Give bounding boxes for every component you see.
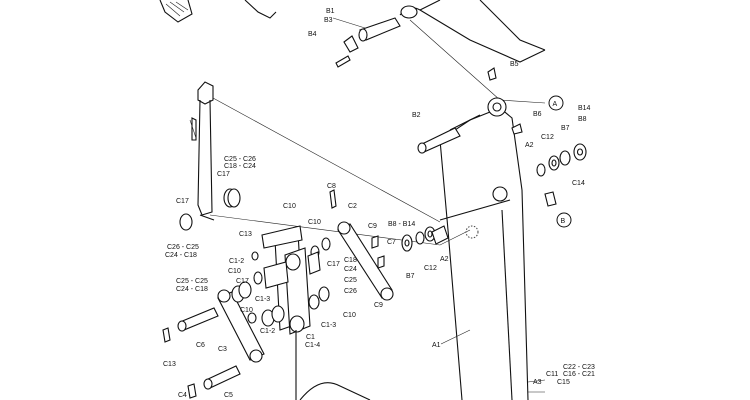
label-c8: C8 xyxy=(327,183,336,190)
label-c26: C26 xyxy=(344,288,357,295)
label-c9-low: C9 xyxy=(374,302,383,309)
label-c1-4: C1-4 xyxy=(305,342,320,349)
label-c10-left: C10 xyxy=(228,268,241,275)
label-c10-right: C10 xyxy=(343,312,356,319)
label-b7-low: B7 xyxy=(406,273,415,280)
label-b2: B2 xyxy=(412,112,421,119)
label-b6: B6 xyxy=(533,111,542,118)
label-c10-mid: C10 xyxy=(308,219,321,226)
label-c1: C1 xyxy=(306,334,315,341)
label-c7: C7 xyxy=(387,239,396,246)
label-c10-low: C10 xyxy=(240,307,253,314)
label-c24-c18-left: C24 - C18 xyxy=(165,252,197,259)
label-c17-left: C17 xyxy=(217,171,230,178)
label-c18: C18 xyxy=(344,257,357,264)
bucket-teeth-partial xyxy=(159,0,277,23)
label-c24: C24 xyxy=(344,266,357,273)
label-c12-top: C12 xyxy=(541,134,554,141)
label-c12-low: C12 xyxy=(424,265,437,272)
label-c6: C6 xyxy=(196,342,205,349)
label-b7-top: B7 xyxy=(561,125,570,132)
callout-b: B xyxy=(556,212,572,228)
label-c3: C3 xyxy=(218,346,227,353)
label-b8-top: B8 xyxy=(578,116,587,123)
label-a1: A1 xyxy=(432,342,441,349)
label-c15: C15 xyxy=(557,379,570,386)
pins-c6-c5 xyxy=(162,307,241,399)
label-c25-c25: C25 - C25 xyxy=(176,278,208,285)
boom-a1 xyxy=(439,97,529,400)
label-c10-top: C10 xyxy=(283,203,296,210)
pin-b1 xyxy=(332,17,401,42)
label-c5: C5 xyxy=(224,392,233,399)
label-c17-lower: C17 xyxy=(236,278,249,285)
callout-a: A xyxy=(548,95,564,111)
label-b14-top: B14 xyxy=(578,105,591,112)
label-a3: A3 xyxy=(533,379,542,386)
label-c2: C2 xyxy=(348,203,357,210)
label-c13-low: C13 xyxy=(163,361,176,368)
label-c17-low: C17 xyxy=(176,198,189,205)
label-c9-top: C9 xyxy=(368,223,377,230)
label-a2-low: A2 xyxy=(440,256,449,263)
label-c17-mid: C17 xyxy=(327,261,340,268)
label-b3: B3 xyxy=(324,17,333,24)
label-a2-top: A2 xyxy=(525,142,534,149)
label-c25: C25 xyxy=(344,277,357,284)
pin-b2 xyxy=(417,127,461,154)
label-c13-top: C13 xyxy=(239,231,252,238)
label-c24-c18: C24 - C18 xyxy=(176,286,208,293)
label-c1-3-low: C1-3 xyxy=(321,322,336,329)
label-c14: C14 xyxy=(572,180,585,187)
label-c1-2-top: C1-2 xyxy=(229,258,244,265)
arm-end-top xyxy=(399,0,546,63)
bolt-b3-b4 xyxy=(335,35,359,68)
label-c1-3-top: C1-3 xyxy=(255,296,270,303)
label-b8-b14: B8 - B14 xyxy=(388,221,415,228)
link-c2 xyxy=(310,189,394,301)
label-c22-c23: C22 - C23 xyxy=(563,364,595,371)
svg-text:A: A xyxy=(553,101,558,108)
label-c26-c25: C26 - C25 xyxy=(167,244,199,251)
washers-mid xyxy=(401,225,449,252)
label-c1-2-low: C1-2 xyxy=(260,328,275,335)
label-c16-c21: C16 - C21 xyxy=(563,371,595,378)
label-b4: B4 xyxy=(308,31,317,38)
label-c25-c26: C25 - C26 xyxy=(224,156,256,163)
label-c4: C4 xyxy=(178,392,187,399)
link-c3 xyxy=(217,281,265,363)
link-frame-left xyxy=(179,81,241,231)
label-b5: B5 xyxy=(510,61,519,68)
washers-right xyxy=(487,67,587,207)
svg-text:B: B xyxy=(561,218,566,225)
label-c18-c24-top: C18 - C24 xyxy=(224,163,256,170)
side-link-c1 xyxy=(247,225,330,335)
label-c11: C11 xyxy=(546,371,558,378)
label-b1: B1 xyxy=(326,8,335,15)
